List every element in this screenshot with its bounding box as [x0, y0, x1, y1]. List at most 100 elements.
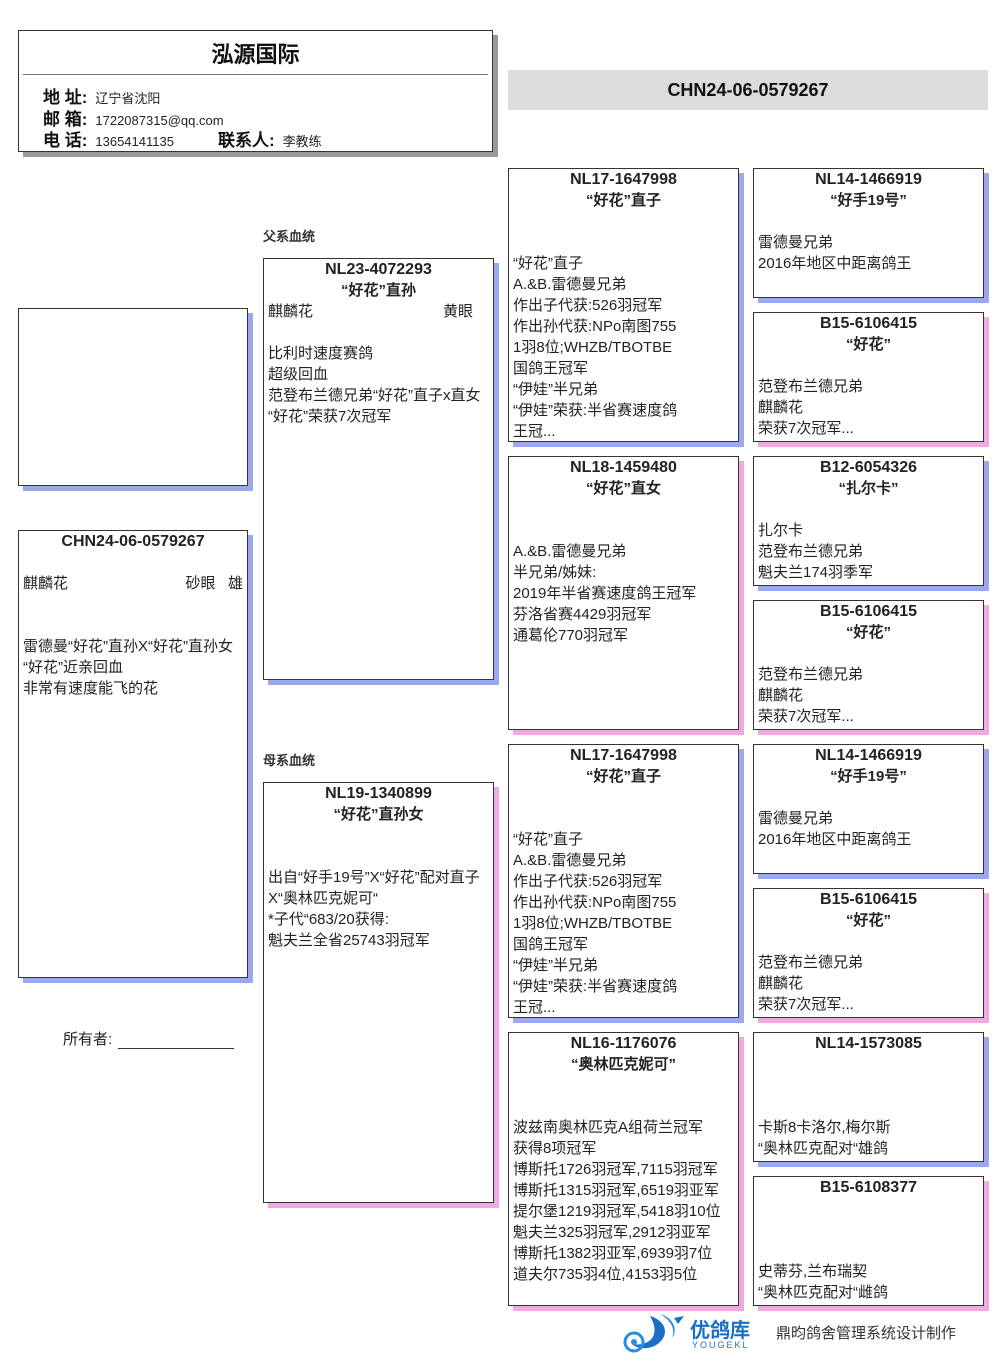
ancestor-id: NL16-1176076 — [570, 1035, 677, 1052]
ancestor-id: NL17-1647998 — [570, 747, 677, 764]
ancestor-info-line: 作出孙代获:NPo南图755 — [513, 318, 677, 335]
sire-info-line: 超级回血 — [268, 366, 329, 383]
ancestor-info-line: 提尔堡1219羽冠军,5418羽10位 — [513, 1203, 721, 1220]
ancestor-info-line: 芬洛省赛4429羽冠军 — [513, 606, 652, 623]
ancestor-name — [758, 1054, 979, 1075]
dam-info-line: *子代“683/20获得: — [268, 911, 389, 928]
ancestor-name: “好手19号” — [830, 192, 907, 209]
ancestor-info-line: 史蒂芬,兰布瑞契 — [758, 1263, 868, 1280]
ancestor-id: B12-6054326 — [820, 459, 917, 476]
ancestor-name: “扎尔卡” — [838, 480, 899, 497]
ancestor-info-line: 雷德曼兄弟 — [758, 810, 834, 827]
ancestor-info-line: “伊娃”半兄弟 — [513, 381, 598, 398]
dam-info-line: 魁夫兰全省25743羽冠军 — [268, 932, 430, 949]
address-row: 地 址:辽宁省沈阳 — [43, 83, 160, 108]
ancestor-info-line: 荣获7次冠军... — [758, 996, 854, 1013]
owner-label: 所有者: — [63, 1031, 113, 1048]
ancestor-name: “好花” — [845, 912, 891, 929]
dam-name: “好花”直孙女 — [333, 806, 424, 823]
sire-info-line: 比利时速度赛鸽 — [268, 345, 374, 362]
ancestor-info-line: “伊娃”荣获:半省赛速度鸽 — [513, 978, 678, 995]
email-row: 邮 箱: 1722087315@qq.com — [43, 105, 224, 130]
ancestor-name: “奥林匹克妮可” — [570, 1056, 676, 1073]
ancestor-info-line: 王冠... — [513, 423, 556, 440]
ancestor-info-line: 国鸽王冠军 — [513, 360, 589, 377]
sire-card: NL23-4072293 “好花”直孙 麒麟花黄眼 比利时速度赛鸽超级回血范登布… — [263, 258, 494, 680]
ancestor-id: NL14-1466919 — [815, 747, 922, 764]
subject-eye: 砂眼 — [185, 575, 216, 592]
footer: 优鸽库 YOUGEKL 鼎昀鸽舍管理系统设计制作 — [620, 1312, 990, 1360]
ancestor-id: B15-6106415 — [820, 603, 917, 620]
ancestor-info-line: A.&B.雷德曼兄弟 — [513, 852, 627, 869]
ancestor-info-line: 范登布兰德兄弟 — [758, 954, 864, 971]
email-value: 1722087315@qq.com — [95, 113, 224, 128]
ancestor-info-line: 2016年地区中距离鸽王 — [758, 831, 912, 848]
breeder-name: 泓源国际 — [211, 42, 300, 67]
ancestor-card: B15-6106415“好花”范登布兰德兄弟麒麟花荣获7次冠军... — [753, 312, 984, 442]
ancestor-info-line: “奥林匹克配对“雄鸽 — [758, 1140, 888, 1157]
ancestor-info-line: 麒麟花 — [758, 687, 804, 704]
sire-section-label: 父系血统 — [263, 229, 316, 244]
ancestor-info-line: A.&B.雷德曼兄弟 — [513, 543, 627, 560]
sire-info-line: 范登布兰德兄弟“好花”直子x直女 — [268, 387, 481, 404]
ancestor-info-line: 荣获7次冠军... — [758, 420, 854, 437]
ancestor-info-line: 波兹南奥林匹克A组荷兰冠军 — [513, 1119, 704, 1136]
ancestor-info-line: 作出子代获:526羽冠军 — [513, 297, 663, 314]
address-label: 地 址: — [43, 88, 88, 107]
ancestor-info-line: 魁夫兰325羽冠军,2912羽亚军 — [513, 1224, 711, 1241]
photo-placeholder — [18, 308, 248, 486]
ancestor-card: B12-6054326“扎尔卡”扎尔卡范登布兰德兄弟魁夫兰174羽季军 — [753, 456, 984, 586]
ancestor-name: “好花” — [845, 336, 891, 353]
ancestor-info-line: A.&B.雷德曼兄弟 — [513, 276, 627, 293]
contact-label: 联系人: — [217, 131, 275, 150]
divider — [23, 74, 488, 75]
ancestor-card: B15-6108377史蒂芬,兰布瑞契“奥林匹克配对“雌鸽*子代“奥林匹克妮可”… — [753, 1176, 984, 1306]
ancestor-info-line: 范登布兰德兄弟 — [758, 666, 864, 683]
ancestor-info-line: *子代“奥林匹克妮可”:8项冠军 — [758, 1159, 979, 1161]
sire-name: “好花”直孙 — [340, 282, 416, 299]
subject-info-line: “好花”近亲回血 — [23, 659, 123, 676]
ancestor-info-line: 2016年地区中距离鸽王 — [758, 255, 912, 272]
sire-color: 麒麟花 — [268, 303, 314, 320]
ancestor-id: NL14-1573085 — [815, 1035, 922, 1052]
ancestor-info-line: 范登布兰德兄弟 — [758, 543, 864, 560]
ancestor-info-line: 2019年半省赛速度鸽王冠军 — [513, 585, 697, 602]
ancestor-info-line: 通葛伦770羽冠军 — [513, 627, 629, 644]
ancestor-info-line: 荣获7次冠军... — [758, 708, 854, 725]
subject-info-line: 雷德曼“好花”直孙X“好花”直孙女 — [23, 638, 233, 655]
ancestor-info-line: 魁夫兰174羽季军 — [758, 564, 874, 581]
ancestor-card: NL16-1176076“奥林匹克妮可”波兹南奥林匹克A组荷兰冠军获得8项冠军博… — [508, 1032, 739, 1306]
subject-id: CHN24-06-0579267 — [61, 533, 205, 550]
subject-color: 麒麟花 — [23, 575, 69, 592]
ancestor-info-line: 王冠... — [513, 999, 556, 1016]
ancestor-name: “好花”直子 — [585, 768, 661, 785]
ancestor-name: “好手19号” — [830, 768, 907, 785]
subject-traits: 麒麟花 砂眼 雄 — [23, 573, 243, 594]
phone-label: 电 话: — [43, 131, 88, 150]
ancestor-card: B15-6106415“好花”范登布兰德兄弟麒麟花荣获7次冠军... — [753, 600, 984, 730]
logo-subtext: YOUGEKL — [692, 1340, 750, 1350]
ancestor-info-line: 道夫尔735羽4位,4153羽5位 — [513, 1266, 698, 1283]
ancestor-id: NL18-1459480 — [570, 459, 677, 476]
ancestor-name — [758, 1198, 979, 1219]
ancestor-name: “好花”直子 — [585, 192, 661, 209]
email-label: 邮 箱: — [43, 110, 88, 129]
ancestor-info-line: “伊娃”荣获:半省赛速度鸽 — [513, 402, 678, 419]
ancestor-info-line: 麒麟花 — [758, 399, 804, 416]
ancestor-info-line: “奥林匹克配对“雌鸽 — [758, 1284, 888, 1301]
phone-value: 13654141135 — [95, 134, 174, 149]
yougeku-logo-icon — [623, 1314, 684, 1353]
sire-eye: 黄眼 — [442, 303, 473, 320]
subject-sex: 雄 — [227, 575, 243, 592]
ancestor-info-line: 1羽8位;WHZB/TBOTBE — [513, 339, 673, 356]
owner-signature-line — [118, 1034, 235, 1049]
dam-info-line: 出自“好手19号”X“好花”配对直子 — [268, 869, 480, 886]
ancestor-name: “好花”直女 — [585, 480, 661, 497]
ancestor-id: B15-6106415 — [820, 891, 917, 908]
